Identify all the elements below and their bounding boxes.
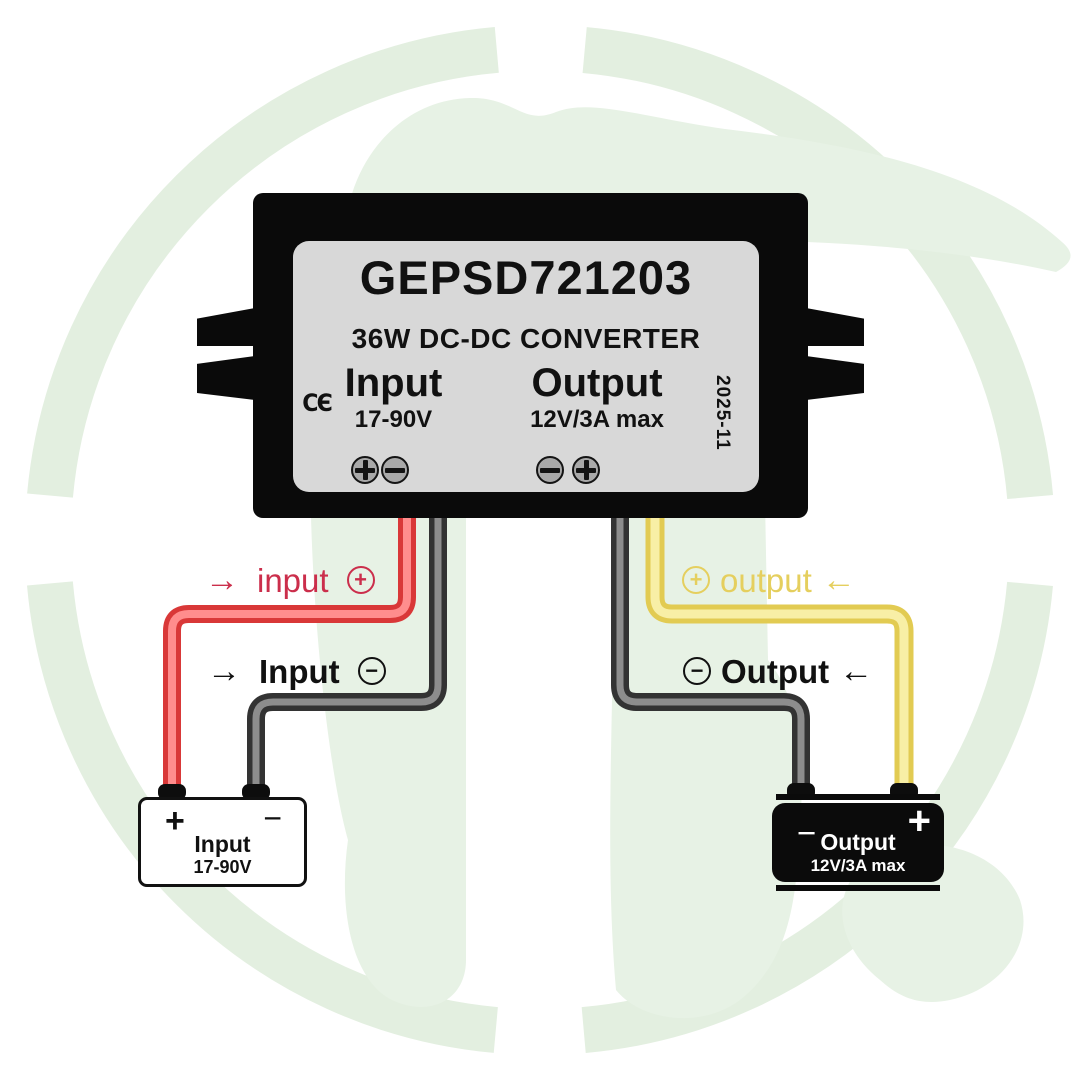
minus-circle-icon: − [357,657,386,685]
right-mounting-tab-bottom [806,356,864,400]
right-arrow-icon: → [205,561,239,599]
converter-label-plate: GEPSD721203 36W DC-DC CONVERTER Input 17… [293,241,759,492]
plus-circle-icon: + [346,566,375,594]
input-negative-label: → Input − [207,649,386,693]
plus-terminal: + [165,802,185,840]
output-section-label: Output [531,361,663,405]
output-positive-label: + output ← [682,558,856,602]
input-source-box: + − Input 17-90V [138,797,307,887]
load-box-bottom-bar [776,885,940,891]
input-positive-wire [163,505,416,792]
input-negative-wire [247,505,447,792]
left-mounting-tab-bottom [197,356,255,400]
source-box-spec: 17-90V [193,857,252,877]
load-box-label: Output [820,829,896,855]
plus-terminal: + [907,799,931,843]
source-box-label: Input [194,831,251,857]
ce-mark: CЄ [302,389,333,417]
left-arrow-icon: ← [839,652,874,690]
input-section-label: Input [344,361,443,405]
input-voltage-range: 17-90V [354,406,433,433]
output-negative-screw-icon [536,456,564,484]
input-positive-screw-icon [351,456,379,484]
plus-circle-icon: + [682,566,710,594]
left-arrow-icon: ← [821,561,856,599]
output-rating: 12V/3A max [530,406,664,433]
converter-subtitle: 36W DC-DC CONVERTER [351,323,701,354]
input-negative-screw-icon [381,456,409,484]
wire-end-caps [158,783,918,800]
minus-circle-icon: − [683,657,711,685]
input-positive-label: → input + [205,558,375,602]
watermark-corner-blob [842,844,1024,1002]
right-arrow-icon: → [207,652,241,690]
output-positive-screw-icon [572,456,600,484]
output-section: Output 12V/3A max [516,361,678,434]
input-section: Input 17-90V [321,361,466,434]
minus-terminal: − [263,800,282,836]
load-box-body: − + Output 12V/3A max [772,799,944,882]
load-box-top-bar [776,794,940,800]
output-positive-wire [645,505,914,790]
output-negative-label: − Output ← [683,649,873,693]
output-load-box: − + Output 12V/3A max [768,792,948,894]
model-number: GEPSD721203 [359,251,693,304]
minus-terminal: − [797,814,817,851]
date-code: 2025-11 [712,375,733,451]
load-box-spec: 12V/3A max [810,856,906,875]
output-negative-wire [611,505,810,790]
